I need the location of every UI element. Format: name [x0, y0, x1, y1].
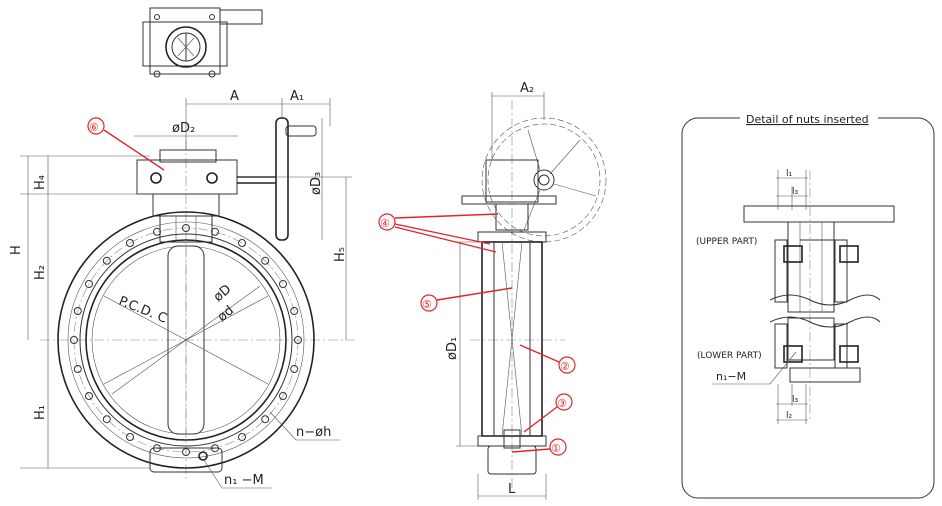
bolt-hole: [211, 227, 219, 236]
dim-n1M-front: n₁ −M: [224, 473, 264, 488]
dim-A2: A₂: [520, 81, 534, 96]
callout-1: ①: [551, 442, 561, 455]
dim-l1: l₁: [786, 169, 793, 179]
bolt-hole: [279, 280, 287, 288]
dim-l2: l₂: [786, 411, 793, 421]
bolt-hole: [73, 365, 82, 373]
detail-panel: [681, 117, 935, 499]
bolt-hole: [238, 239, 246, 247]
dim-PCD: P.C.D. C: [117, 294, 169, 327]
dim-A1: A₁: [290, 89, 304, 104]
bolt-hole: [126, 239, 134, 247]
side-view: [456, 92, 607, 500]
dim-D2: øD₂: [172, 121, 195, 136]
bolt-hole: [73, 307, 82, 315]
bolt-hole: [70, 336, 78, 344]
dim-nh: n−øh: [296, 425, 331, 440]
callout-6: ⑥: [89, 121, 99, 134]
dim-H4: H₄: [33, 175, 48, 190]
callout-5: ⑤: [422, 298, 432, 311]
callout-4: ④: [380, 217, 390, 230]
bolt-hole: [102, 256, 111, 265]
bolt-hole: [85, 392, 93, 400]
dim-H2: H₂: [33, 265, 48, 280]
detail-nuts-drawing: [712, 170, 895, 424]
gearbox-top-view: [142, 7, 263, 78]
detail-title: Detail of nuts inserted: [746, 113, 869, 126]
bolt-hole: [102, 415, 111, 424]
dim-A: A: [230, 89, 239, 104]
front-view: [20, 98, 355, 480]
bolt-hole: [294, 336, 302, 344]
bolt-hole: [85, 280, 93, 288]
bolt-hole: [238, 433, 246, 441]
dim-D: øD: [211, 282, 234, 305]
bolt-hole: [182, 224, 190, 232]
callout-3: ③: [557, 397, 567, 410]
bolt-hole: [126, 433, 134, 441]
dim-L: L: [508, 482, 516, 497]
callout-2: ②: [560, 360, 570, 373]
bolt-hole: [261, 256, 270, 265]
bolt-hole: [279, 392, 287, 400]
dim-H5: H₅: [333, 247, 348, 262]
dim-D3: øD₃: [309, 172, 324, 195]
dim-H: H: [9, 245, 24, 255]
dim-n1M-detail: n₁−M: [716, 370, 746, 383]
dim-H1: H₁: [33, 405, 48, 420]
dim-l3-top: l₃: [792, 187, 799, 197]
dim-D1: øD₁: [445, 337, 460, 360]
bolt-hole: [261, 415, 270, 424]
dim-d: ød: [215, 303, 237, 325]
bolt-hole: [290, 365, 299, 373]
dim-l3-bottom: l₃: [792, 395, 799, 405]
bolt-hole: [153, 227, 161, 236]
detail-lower-label: (LOWER PART): [697, 351, 762, 361]
bolt-hole: [290, 307, 299, 315]
detail-upper-label: (UPPER PART): [696, 237, 757, 247]
